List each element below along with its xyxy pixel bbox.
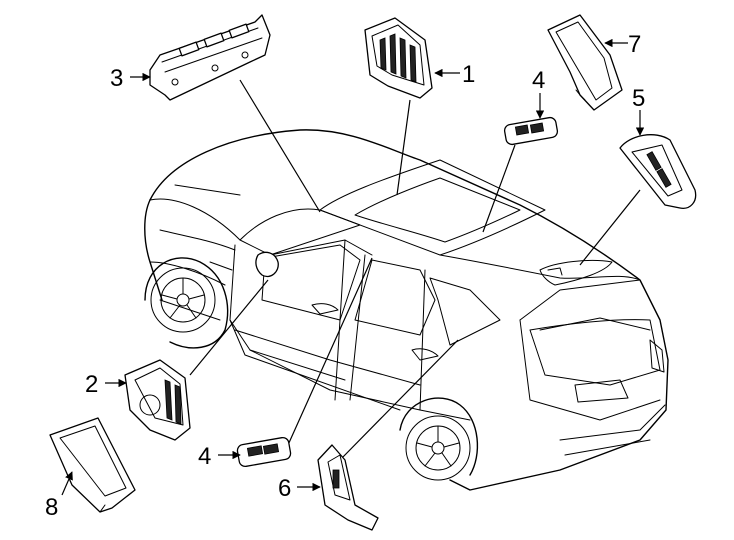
callout-3: 3: [110, 65, 123, 92]
callout-labels: 3 1 4 7 5 2 4 6 8: [45, 31, 645, 521]
callout-8: 8: [45, 494, 58, 521]
callout-5: 5: [632, 85, 645, 112]
callout-2: 2: [85, 371, 98, 398]
part-5-roof-module: [619, 134, 697, 209]
part-4-top-switch: [503, 116, 559, 146]
part-2-side-vent: [124, 359, 191, 441]
part-1-center-vent: [364, 17, 433, 99]
part-6-panel: [317, 444, 379, 531]
part-8-display: [49, 417, 136, 513]
callout-4-bottom: 4: [198, 443, 211, 470]
callout-4-top: 4: [532, 67, 545, 94]
part-4-bottom-switch: [236, 436, 292, 468]
vehicle-illustration: [144, 129, 669, 491]
callout-1: 1: [462, 61, 475, 88]
callout-arrows: [61, 38, 645, 496]
callout-6: 6: [278, 475, 291, 502]
part-3-dash-vent: [149, 14, 271, 101]
callout-7: 7: [628, 31, 641, 58]
leader-lines: [189, 79, 641, 461]
part-7-panel: [547, 14, 623, 111]
